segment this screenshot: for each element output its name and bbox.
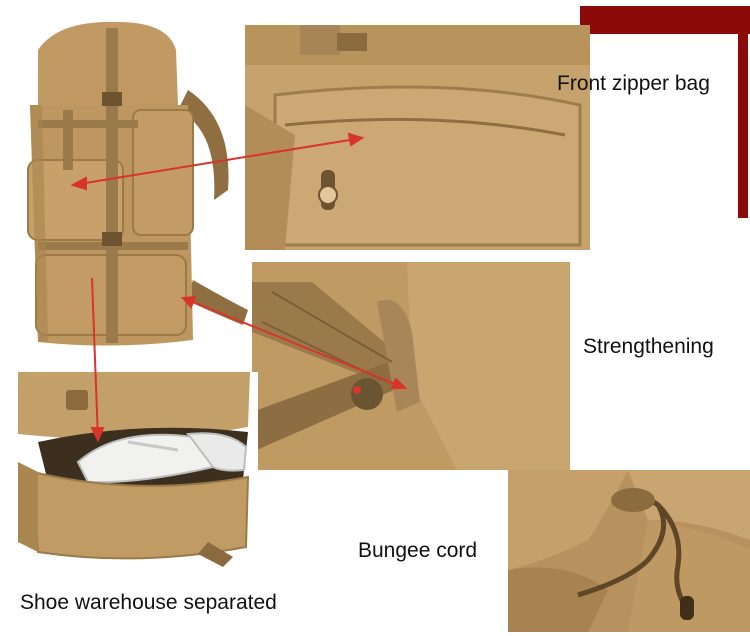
- label-bungee-cord: Bungee cord: [358, 539, 478, 562]
- shoe-compartment-image: [18, 372, 258, 567]
- strap-buckle-image: [252, 262, 570, 470]
- accent-bar-vertical: [738, 6, 748, 218]
- zipper-pocket-image: [245, 25, 590, 250]
- accent-bar-horizontal: [580, 6, 750, 34]
- drawstring-image: [508, 470, 750, 632]
- label-strengthening: Strengthening: [583, 335, 714, 358]
- corner-accent-bar: [580, 6, 750, 218]
- label-shoe-warehouse: Shoe warehouse separated: [20, 591, 277, 614]
- label-front-zipper-bag: Front zipper bag: [557, 72, 710, 95]
- backpack-image: [27, 21, 248, 346]
